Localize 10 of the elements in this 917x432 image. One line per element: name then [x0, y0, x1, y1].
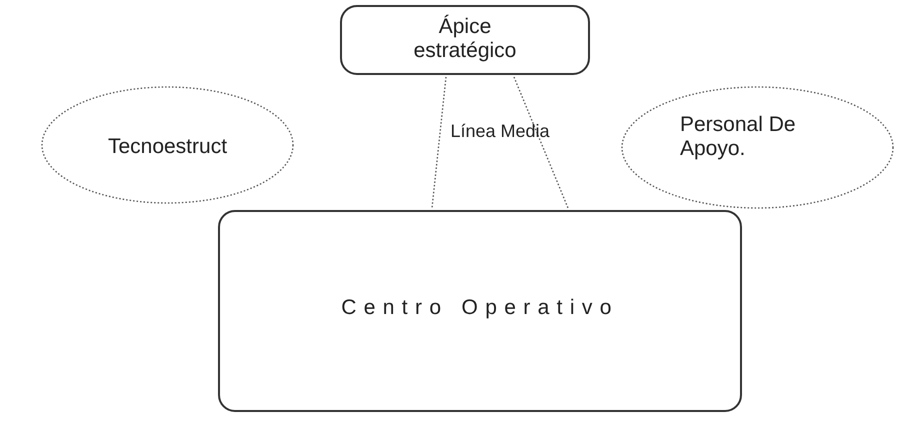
node-label: Ápice estratégico	[412, 15, 518, 63]
node-label: Línea Media	[449, 121, 551, 142]
node-label: Tecnoestruct	[106, 135, 228, 159]
middle-line-region	[430, 75, 570, 210]
rounded-box	[218, 210, 742, 412]
node-label: Centro Operativo	[340, 296, 620, 320]
dotted-ellipse	[620, 85, 895, 210]
rounded-box	[340, 5, 590, 75]
node-label: Personal De Apoyo.	[680, 113, 797, 161]
dotted-ellipse	[40, 85, 295, 205]
